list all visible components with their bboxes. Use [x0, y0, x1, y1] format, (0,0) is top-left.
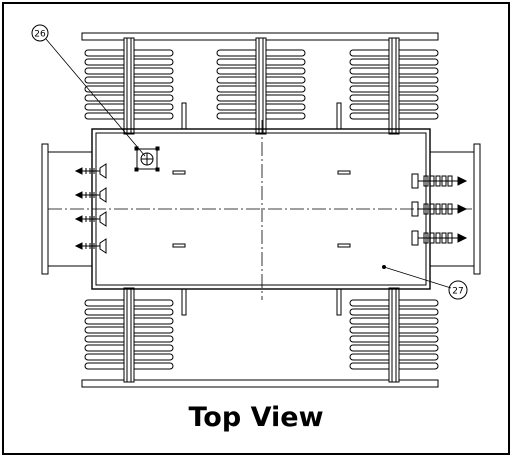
bushing-flange — [99, 187, 107, 203]
bushing-flange — [99, 238, 107, 254]
bushing-terminal — [74, 242, 83, 250]
lv-bushing — [74, 163, 107, 179]
radiator-bank — [349, 287, 439, 383]
hv-bushings — [411, 173, 468, 246]
radiator-header — [123, 37, 135, 135]
radiator-header — [255, 37, 267, 135]
radiator-bank — [84, 287, 174, 383]
bushing-shed — [447, 175, 453, 187]
lv-bushing — [74, 187, 107, 203]
lv-bushing — [74, 238, 107, 254]
bushing-shed — [447, 203, 453, 215]
bushing-flange — [99, 163, 107, 179]
radiator-header — [388, 37, 400, 135]
callout-27 — [382, 265, 468, 300]
radiator-bank — [84, 37, 174, 135]
bushing-flange — [411, 230, 419, 246]
bushing-terminal — [457, 176, 468, 186]
bushing-terminal — [74, 167, 83, 175]
bushing-shed — [441, 175, 447, 187]
bushing-shed — [423, 232, 429, 244]
bushing-terminal — [457, 204, 468, 214]
tank-slots — [172, 170, 351, 248]
callout-26-label: 26 — [34, 30, 46, 40]
radiator-header — [388, 287, 400, 383]
flange-valve — [134, 146, 160, 172]
bushing-shed — [441, 232, 447, 244]
radiator-banks-bottom — [84, 287, 439, 383]
bushing-terminal — [74, 191, 83, 199]
lv-bushing — [74, 211, 107, 227]
bushing-shed — [429, 175, 435, 187]
bushing-shed — [435, 175, 441, 187]
bushing-shed — [435, 232, 441, 244]
bushing-shed — [441, 203, 447, 215]
end-frame-left — [41, 143, 92, 275]
callout-27-label: 27 — [452, 287, 463, 297]
end-frame-right — [430, 143, 481, 275]
bushing-terminal — [457, 233, 468, 243]
bushing-shed — [423, 175, 429, 187]
hv-bushing — [411, 201, 468, 217]
figure-title: Top View — [188, 402, 324, 433]
radiator-banks-top — [84, 37, 439, 135]
bushing-shed — [435, 203, 441, 215]
bushing-flange — [99, 211, 107, 227]
hv-bushing — [411, 173, 468, 189]
lifting-lugs — [181, 102, 342, 316]
bottom-rail — [81, 379, 439, 388]
radiator-header — [123, 287, 135, 383]
radiator-bank — [349, 37, 439, 135]
lv-bushings — [74, 163, 107, 254]
callout-26 — [31, 24, 146, 157]
hv-bushing — [411, 230, 468, 246]
radiator-bank — [216, 37, 306, 135]
bushing-shed — [429, 232, 435, 244]
bushing-shed — [447, 232, 453, 244]
bushing-shed — [423, 203, 429, 215]
center-lines — [48, 120, 472, 300]
bushing-shed — [429, 203, 435, 215]
bushing-terminal — [74, 215, 83, 223]
bushing-flange — [411, 173, 419, 189]
